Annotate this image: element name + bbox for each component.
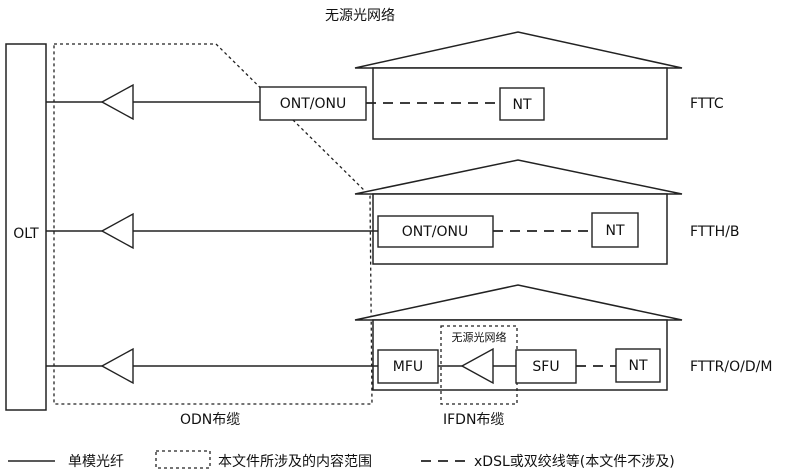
house-ftth <box>354 159 683 265</box>
splitter-icon <box>100 83 134 121</box>
house-fttc <box>354 31 683 140</box>
row-type-ftth: FTTH/B <box>690 224 740 240</box>
splitter-icon <box>460 347 494 385</box>
nt-label: NT <box>628 358 647 374</box>
ont-onu-label: ONT/ONU <box>280 96 347 112</box>
nt-box <box>615 348 661 383</box>
odn-scope-outline <box>53 43 373 405</box>
olt-box <box>5 43 47 411</box>
olt-label: OLT <box>13 226 39 242</box>
inner-pon-label: 无源光网络 <box>452 330 507 344</box>
legend-xdsl-label: xDSL或双绞线等(本文件不涉及) <box>474 453 675 470</box>
splitter-icon <box>100 212 134 250</box>
legend-scope-label: 本文件所涉及的内容范围 <box>218 453 372 470</box>
legend-single-mode-label: 单模光纤 <box>68 454 124 470</box>
row-type-fttc: FTTC <box>690 96 724 112</box>
mfu-label: MFU <box>393 359 423 375</box>
splitter-icon <box>100 347 134 385</box>
nt-label: NT <box>605 223 624 239</box>
odn-label: ODN布缆 <box>180 412 240 428</box>
mfu-box <box>377 349 439 384</box>
legend: 单模光纤 本文件所涉及的内容范围 xDSL或双绞线等(本文件不涉及) <box>8 450 675 470</box>
nt-box <box>499 87 545 121</box>
pon-title: 无源光网络 <box>325 8 395 24</box>
legend-scope-swatch <box>155 450 211 469</box>
nt-label: NT <box>512 97 531 113</box>
nt-box <box>591 212 639 248</box>
sfu-label: SFU <box>532 359 559 375</box>
row-type-fttr: FTTR/O/D/M <box>690 359 772 375</box>
ifdn-label: IFDN布缆 <box>443 412 504 428</box>
sfu-box <box>515 349 577 384</box>
ont-onu-label: ONT/ONU <box>402 224 469 240</box>
